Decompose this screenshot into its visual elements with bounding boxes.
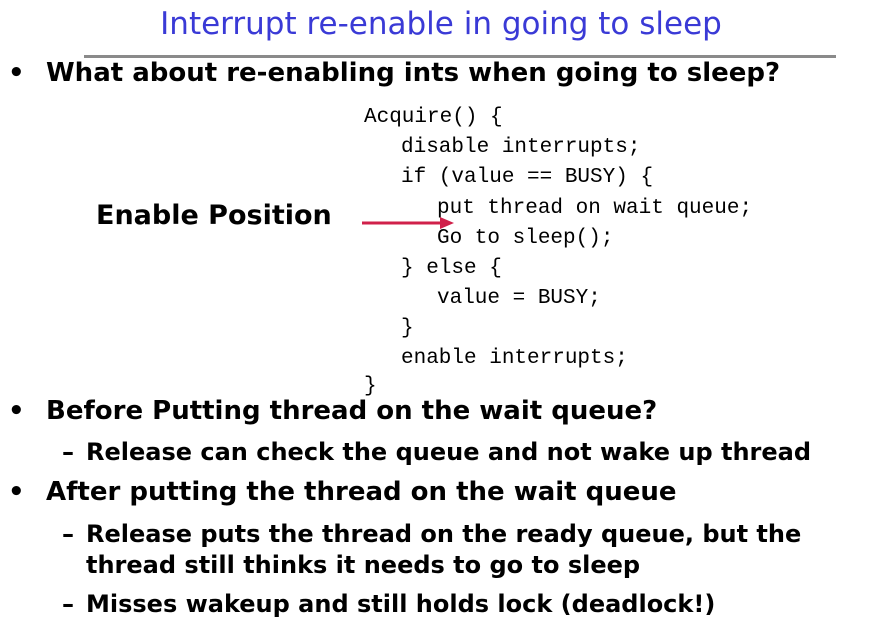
code-line-3: if (value == BUSY) { [401, 166, 654, 189]
code-line-9: enable interrupts; [401, 347, 628, 370]
bullet-dot: • [8, 396, 25, 426]
subbullet-2-text: Release puts the thread on the ready que… [86, 520, 802, 548]
code-line-8: } [401, 317, 414, 340]
subbullet-2-cont-text: thread still thinks it needs to go to sl… [86, 551, 641, 579]
bullet-3-text: After putting the thread on the wait que… [46, 477, 677, 507]
subbullet-dash: – [62, 590, 74, 618]
bullet-dot: • [8, 477, 25, 507]
bullet-dot: • [8, 58, 25, 88]
subbullet-3-text: Misses wakeup and still holds lock (dead… [86, 590, 716, 618]
subbullet-dash: – [62, 438, 74, 466]
code-line-7: value = BUSY; [437, 287, 601, 310]
bullet-2-text: Before Putting thread on the wait queue? [46, 396, 658, 426]
bullet-1-text: What about re-enabling ints when going t… [46, 58, 781, 88]
title-underline [84, 55, 836, 58]
code-line-5: Go to sleep(); [437, 227, 614, 250]
slide-title: Interrupt re-enable in going to sleep [160, 6, 722, 42]
code-line-2: disable interrupts; [401, 136, 641, 159]
code-line-1: Acquire() { [364, 106, 503, 129]
subbullet-dash: – [62, 520, 74, 548]
enable-position-label: Enable Position [96, 200, 332, 231]
arrow-head [440, 217, 454, 229]
code-line-10: } [364, 375, 377, 398]
subbullet-1-text: Release can check the queue and not wake… [86, 438, 812, 466]
arrow-right-icon [362, 217, 454, 229]
code-line-4: put thread on wait queue; [437, 197, 753, 220]
code-line-6: } else { [401, 257, 502, 280]
